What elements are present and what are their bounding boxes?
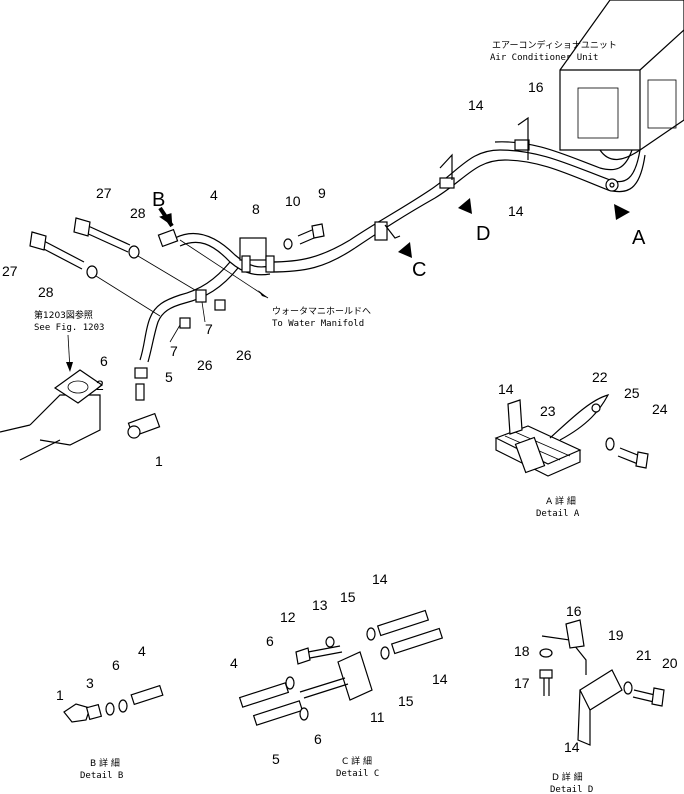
- callout-27-b: 27: [2, 263, 18, 279]
- detail-c-callout-13: 13: [312, 597, 328, 613]
- view-letter-d: D: [476, 223, 490, 245]
- callout-26-a: 26: [197, 357, 213, 373]
- callout-14-a: 14: [468, 97, 484, 113]
- detail-c-callout-4: 4: [230, 655, 238, 671]
- detail-d-title-en: Detail D: [550, 785, 593, 794]
- main-hose-run: [139, 141, 646, 363]
- callout-26-b: 26: [236, 347, 252, 363]
- callout-28-a: 28: [130, 205, 146, 221]
- detail-c-callout-14-a: 14: [372, 571, 388, 587]
- air-conditioner-unit: [559, 0, 684, 160]
- detail-c-callout-6-b: 6: [314, 731, 322, 747]
- view-arrows: [158, 198, 630, 258]
- detail-c-callout-6-a: 6: [266, 633, 274, 649]
- view-letter-a: A: [632, 227, 646, 249]
- callout-7-b: 7: [205, 321, 213, 337]
- detail-a-callout-24: 24: [652, 401, 668, 417]
- water-manifold-label-en: To Water Manifold: [272, 319, 364, 329]
- see-fig-label-jp: 第1203図参照: [34, 309, 93, 321]
- detail-c-callout-12: 12: [280, 609, 296, 625]
- detail-c-title-jp: C 詳 細: [342, 755, 372, 767]
- view-letter-b: B: [152, 189, 165, 211]
- detail-c-callout-5: 5: [272, 751, 280, 767]
- callout-10: 10: [285, 193, 301, 209]
- main-callouts: 27 28 27 28 B 4 8 10 9 16 14 14 1 2 6 5 …: [2, 79, 544, 469]
- callout-2: 2: [96, 377, 104, 393]
- detail-d-callout-18: 18: [514, 643, 530, 659]
- hose-clips: [179, 116, 619, 329]
- callout-16: 16: [528, 79, 544, 95]
- detail-c-callout-14-b: 14: [432, 671, 448, 687]
- detail-d-callout-14: 14: [564, 739, 580, 755]
- detail-c-callout-11: 11: [370, 709, 385, 725]
- view-letter-c: C: [412, 259, 426, 281]
- detail-c-title-en: Detail C: [336, 769, 379, 779]
- detail-d-callout-21: 21: [636, 647, 652, 663]
- detail-a-callout-14: 14: [498, 381, 514, 397]
- air-conditioner-label-jp: エアーコンディショナユニット: [492, 39, 617, 51]
- detail-b-callout-3: 3: [86, 675, 94, 691]
- detail-b-title-jp: B 詳 細: [90, 757, 120, 769]
- callout-7-a: 7: [170, 343, 178, 359]
- callout-8: 8: [252, 201, 260, 217]
- detail-b-callout-6: 6: [112, 657, 120, 673]
- detail-d-callout-17: 17: [514, 675, 530, 691]
- callout-14-b: 14: [508, 203, 524, 219]
- bolts-27: [29, 217, 196, 317]
- callout-1: 1: [155, 453, 163, 469]
- detail-b-title-en: Detail B: [80, 771, 123, 781]
- detail-d-callout-20: 20: [662, 655, 678, 671]
- detail-a-callout-25: 25: [624, 385, 640, 401]
- callout-5: 5: [165, 369, 173, 385]
- callout-28-b: 28: [38, 284, 54, 300]
- detail-b-callout-4: 4: [138, 643, 146, 659]
- detail-a-title-en: Detail A: [536, 509, 580, 519]
- detail-d-callout-19: 19: [608, 627, 624, 643]
- detail-b-drawing: [63, 684, 164, 723]
- detail-a-callout-23: 23: [540, 403, 556, 419]
- detail-d-drawing: [539, 619, 665, 746]
- callout-6: 6: [100, 353, 108, 369]
- detail-b-callout-1: 1: [56, 687, 64, 703]
- bolt-9: [283, 223, 325, 250]
- detail-d-title-jp: D 詳 細: [552, 771, 583, 783]
- detail-a-callout-22: 22: [592, 369, 608, 385]
- detail-c-callout-15-b: 15: [398, 693, 414, 709]
- detail-a-title-jp: A 詳 細: [546, 495, 576, 507]
- callout-4: 4: [210, 187, 218, 203]
- air-conditioner-label-en: Air Conditioner Unit: [490, 53, 598, 63]
- detail-c-drawing: [238, 609, 444, 726]
- detail-a-drawing: [494, 394, 649, 477]
- engine-block: [0, 334, 104, 461]
- fittings-1-2-6: [127, 367, 161, 439]
- see-fig-label-en: See Fig. 1203: [34, 323, 104, 333]
- detail-c-callout-15-a: 15: [340, 589, 356, 605]
- callout-27-a: 27: [96, 185, 112, 201]
- water-manifold-label-jp: ウォータマニホールドへ: [272, 306, 371, 317]
- callout-9: 9: [318, 185, 326, 201]
- fitting-b: [157, 228, 179, 248]
- detail-d-callout-16: 16: [566, 603, 582, 619]
